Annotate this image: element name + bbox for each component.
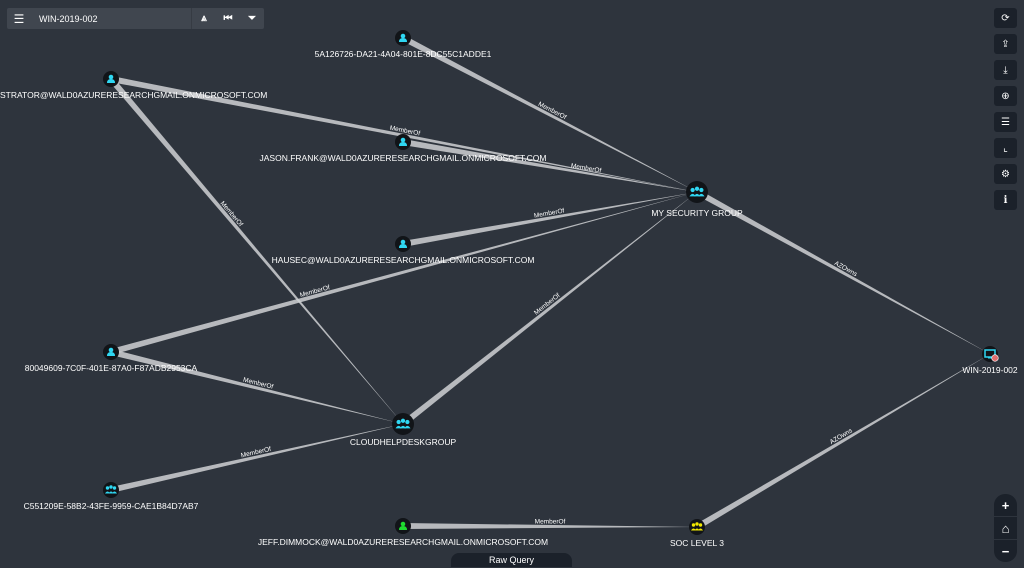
settings-button[interactable]: ⚙ xyxy=(994,164,1017,184)
edge-memberof[interactable] xyxy=(108,77,404,424)
hamburger-icon[interactable]: ☰ xyxy=(13,11,25,26)
edge-memberof[interactable] xyxy=(401,35,697,193)
edge-memberof[interactable] xyxy=(402,192,697,247)
filter-icon[interactable]: ⏷ xyxy=(248,13,256,24)
user-icon xyxy=(107,74,115,83)
user-icon xyxy=(399,239,407,248)
node-adm[interactable]: STRATOR@WALD0AZURERESEARCHGMAIL.ONMICROS… xyxy=(0,71,267,100)
user-icon xyxy=(399,137,407,146)
node-a5[interactable]: 5A126726-DA21-4A04-801E-8DC55C1ADDE1 xyxy=(315,30,492,59)
node-label: STRATOR@WALD0AZURERESEARCHGMAIL.ONMICROS… xyxy=(0,90,267,100)
node-label: MY SECURITY GROUP xyxy=(651,208,743,218)
edge-label: MemberOf xyxy=(535,518,566,525)
queries-button[interactable]: ☰ xyxy=(994,112,1017,132)
node-c551[interactable]: C551209E-58B2-43FE-9959-CAE1B84D7AB7 xyxy=(24,482,199,511)
user-icon xyxy=(107,347,115,356)
node-label: WIN-2019-002 xyxy=(962,365,1018,375)
node-jason[interactable]: JASON.FRANK@WALD0AZURERESEARCHGMAIL.ONMI… xyxy=(260,134,547,163)
upload-button[interactable]: ⊕ xyxy=(994,86,1017,106)
import-button[interactable]: ⤓ xyxy=(994,60,1017,80)
node-label: 5A126726-DA21-4A04-801E-8DC55C1ADDE1 xyxy=(315,49,492,59)
search-input[interactable]: WIN-2019-002 xyxy=(39,13,98,24)
chart-button[interactable]: ⌞ xyxy=(994,138,1017,158)
group-icon xyxy=(395,418,411,429)
edge-memberof[interactable] xyxy=(110,349,403,424)
node-label: HAUSEC@WALD0AZURERESEARCHGMAIL.ONMICROSO… xyxy=(272,255,535,265)
road-icon[interactable]: ⩓ xyxy=(201,13,207,24)
divider xyxy=(191,8,192,29)
user-icon xyxy=(399,521,407,530)
edge-memberof[interactable] xyxy=(402,139,697,192)
node-label: 80049609-7C0F-401E-87A0-F87ADB2953CA xyxy=(25,363,198,373)
node-jeff[interactable]: JEFF.DIMMOCK@WALD0AZURERESEARCHGMAIL.ONM… xyxy=(258,518,548,547)
group-icon xyxy=(691,522,703,531)
node-label: SOC LEVEL 3 xyxy=(670,538,724,548)
node-label: C551209E-58B2-43FE-9959-CAE1B84D7AB7 xyxy=(24,501,199,511)
edge-azowns[interactable] xyxy=(695,189,990,354)
owned-badge-icon xyxy=(991,354,999,362)
raw-query-button[interactable]: Raw Query xyxy=(451,553,572,567)
node-u8004[interactable]: 80049609-7C0F-401E-87A0-F87ADB2953CA xyxy=(25,344,198,373)
node-msg[interactable]: MY SECURITY GROUP xyxy=(651,181,743,218)
node-hausec[interactable]: HAUSEC@WALD0AZURERESEARCHGMAIL.ONMICROSO… xyxy=(272,236,535,265)
export-button[interactable]: ⇪ xyxy=(994,34,1017,54)
zoom-controls: + ⌂ − xyxy=(994,494,1017,562)
node-label: JASON.FRANK@WALD0AZURERESEARCHGMAIL.ONMI… xyxy=(260,153,547,163)
user-icon xyxy=(399,33,407,42)
node-label: CLOUDHELPDESKGROUP xyxy=(350,437,457,447)
node-cloud[interactable]: CLOUDHELPDESKGROUP xyxy=(350,413,457,447)
node-label: JEFF.DIMMOCK@WALD0AZURERESEARCHGMAIL.ONM… xyxy=(258,537,548,547)
step-back-icon[interactable]: ⏮ xyxy=(223,13,233,24)
edge-label: MemberOf xyxy=(219,200,244,228)
edge-memberof[interactable] xyxy=(110,192,697,355)
edge-memberof[interactable] xyxy=(402,523,697,529)
edge-azowns[interactable] xyxy=(695,354,990,530)
zoom-out-button[interactable]: − xyxy=(1001,543,1010,559)
zoom-in-button[interactable]: + xyxy=(994,494,1017,517)
group-icon xyxy=(105,485,117,494)
refresh-button[interactable]: ⟳ xyxy=(994,8,1017,28)
edge-memberof[interactable] xyxy=(110,76,698,192)
home-button[interactable]: ⌂ xyxy=(994,517,1017,540)
edge-memberof[interactable] xyxy=(401,192,697,427)
info-button[interactable]: i xyxy=(994,190,1017,210)
computer-icon xyxy=(984,349,996,359)
search-bar: ☰ WIN-2019-002 ⩓ ⏮ ⏷ xyxy=(7,8,264,29)
node-win[interactable]: WIN-2019-002 xyxy=(962,346,1018,375)
edge-memberof[interactable] xyxy=(110,424,404,493)
node-soc[interactable]: SOC LEVEL 3 xyxy=(670,519,724,548)
edge-label: MemberOf xyxy=(533,292,562,317)
toolbar: ⟳ ⇪ ⤓ ⊕ ☰ ⌞ ⚙ i xyxy=(994,8,1017,210)
group-icon xyxy=(689,186,705,197)
